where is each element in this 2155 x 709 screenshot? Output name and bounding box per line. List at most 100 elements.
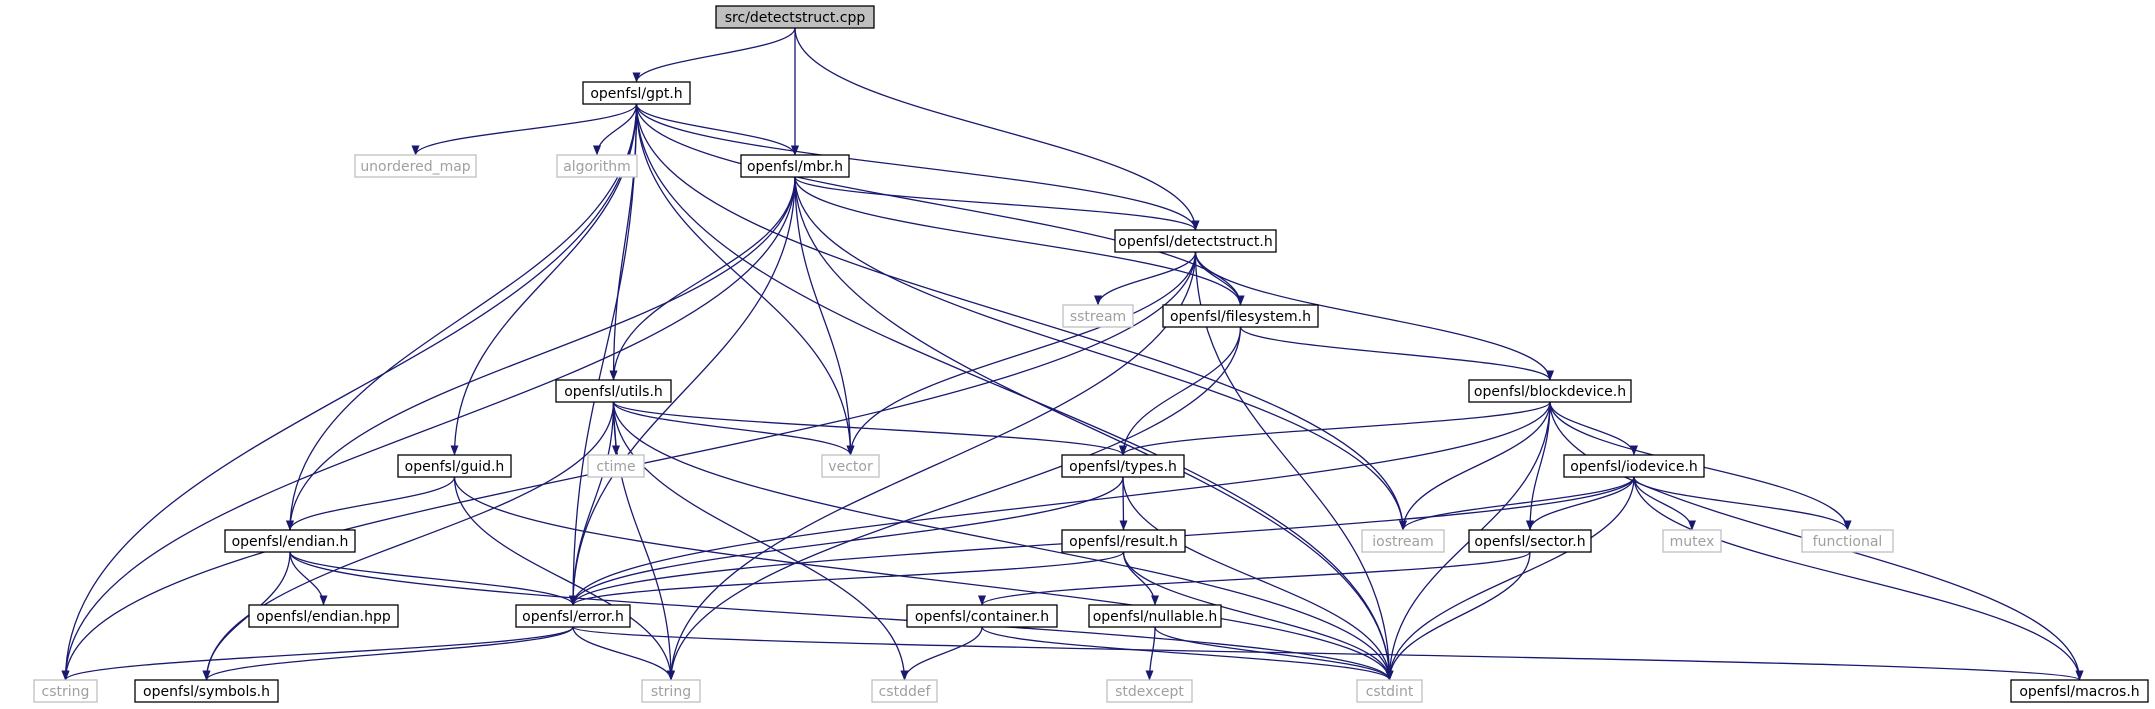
node-sector[interactable]: openfsl/sector.h [1468,529,1592,553]
node-functional: functional [1801,529,1894,553]
edge-gpt-to-vector [635,103,855,456]
node-label-detectstruct: openfsl/detectstruct.h [1118,234,1272,250]
node-box-cstddef [871,679,938,703]
edge-detectstruct-to-sstream [1094,251,1197,306]
node-iostream: iostream [1361,529,1445,553]
node-endian[interactable]: openfsl/endian.h [224,529,356,553]
node-cstring: cstring [33,679,98,703]
node-blockdevice[interactable]: openfsl/blockdevice.h [1468,379,1632,403]
edge-mbr-to-cstring [61,176,796,681]
edge-endian-to-cstdint [289,551,1394,681]
edge-mbr-to-error [569,176,796,606]
edge-mbr-to-cstdint [794,176,1394,681]
node-box-iodevice [1563,454,1705,478]
node-ctime: ctime [587,454,645,478]
edge-root-to-gpt [632,27,796,83]
edge-utils-to-types [612,401,1127,456]
edge-types-to-error [569,476,1124,606]
edge-nullable-to-cstdint [1154,626,1394,681]
edge-iodevice-to-functional [1633,476,1852,531]
node-endianhpp[interactable]: openfsl/endian.hpp [248,604,399,628]
edge-mbr-to-utils [609,176,796,381]
edge-iodevice-to-iostream [1399,476,1635,531]
node-box-string [641,679,701,703]
node-utils[interactable]: openfsl/utils.h [555,379,672,403]
node-label-endianhpp: openfsl/endian.hpp [256,609,391,625]
node-box-iostream [1361,529,1445,553]
node-label-container: openfsl/container.h [915,609,1049,625]
edge-endian-to-error [289,551,577,606]
node-label-blockdevice: openfsl/blockdevice.h [1474,384,1626,400]
edge-utils-to-vector [612,401,855,456]
node-stdexcept: stdexcept [1106,679,1193,703]
node-iodevice[interactable]: openfsl/iodevice.h [1563,454,1705,478]
node-nullable[interactable]: openfsl/nullable.h [1088,604,1222,628]
node-box-guid [397,454,512,478]
node-mbr[interactable]: openfsl/mbr.h [740,154,850,178]
node-label-cstddef: cstddef [879,684,932,700]
node-label-iostream: iostream [1372,534,1434,550]
node-label-string: string [651,684,691,700]
edge-filesystem-to-string [667,326,1242,681]
edge-nullable-to-stdexcept [1145,626,1156,681]
node-root[interactable]: src/detectstruct.cpp [715,5,875,29]
edge-gpt-to-cstdint [635,103,1394,681]
node-label-types: openfsl/types.h [1069,459,1177,475]
node-macros[interactable]: openfsl/macros.h [2010,679,2149,703]
node-box-error [515,604,631,628]
node-box-endianhpp [248,604,399,628]
edge-result-to-cstdint [1122,551,1394,681]
edge-filesystem-to-blockdevice [1239,326,1554,381]
edge-gpt-to-unordered_map [411,103,638,156]
node-label-cstring: cstring [42,684,90,700]
edge-error-to-cstring [61,626,574,681]
edge-blockdevice-to-iostream [1399,401,1551,531]
node-label-mbr: openfsl/mbr.h [747,159,843,175]
dependency-edges [61,27,2084,681]
edge-guid-to-endian [286,476,456,531]
edge-detectstruct-to-blockdevice [1194,251,1554,381]
edge-error-to-string [572,626,675,681]
node-label-sstream: sstream [1070,309,1126,325]
node-result[interactable]: openfsl/result.h [1061,529,1186,553]
node-gpt[interactable]: openfsl/gpt.h [582,81,691,105]
node-label-result: openfsl/result.h [1069,534,1178,550]
node-box-unordered_map [354,154,477,178]
node-label-root: src/detectstruct.cpp [725,10,866,26]
edge-container-to-cstdint [981,626,1394,681]
edge-mbr-to-vector [794,176,855,456]
node-sstream: sstream [1062,304,1134,328]
edge-detectstruct-to-vector [846,251,1197,456]
edge-mbr-to-endian [286,176,796,531]
node-box-gpt [582,81,691,105]
node-box-mbr [740,154,850,178]
edge-gpt-to-error [569,103,638,606]
edge-sector-to-cstdint [1385,551,1531,681]
edge-blockdevice-to-error [569,401,1551,606]
node-label-vector: vector [828,459,873,475]
edge-endian-to-endianhpp [289,551,328,606]
node-mutex: mutex [1662,529,1722,553]
node-types[interactable]: openfsl/types.h [1061,454,1185,478]
node-box-stdexcept [1106,679,1193,703]
edge-mbr-to-detectstruct [794,176,1200,231]
node-error[interactable]: openfsl/error.h [515,604,631,628]
node-box-macros [2010,679,2149,703]
node-guid[interactable]: openfsl/guid.h [397,454,512,478]
node-container[interactable]: openfsl/container.h [906,604,1058,628]
node-label-ctime: ctime [596,459,635,475]
edge-error-to-symbols [202,626,574,681]
node-symbols[interactable]: openfsl/symbols.h [134,679,279,703]
edge-iodevice-to-mutex [1633,476,1696,531]
node-label-macros: openfsl/macros.h [2019,684,2139,700]
edge-root-to-detectstruct [794,27,1200,231]
edge-result-to-nullable [1122,551,1159,606]
node-box-sstream [1062,304,1134,328]
node-box-cstdint [1356,679,1423,703]
node-box-symbols [134,679,279,703]
node-detectstruct[interactable]: openfsl/detectstruct.h [1114,229,1277,253]
node-cstdint: cstdint [1356,679,1423,703]
node-filesystem[interactable]: openfsl/filesystem.h [1162,304,1319,328]
edge-sector-to-container [978,551,1531,606]
